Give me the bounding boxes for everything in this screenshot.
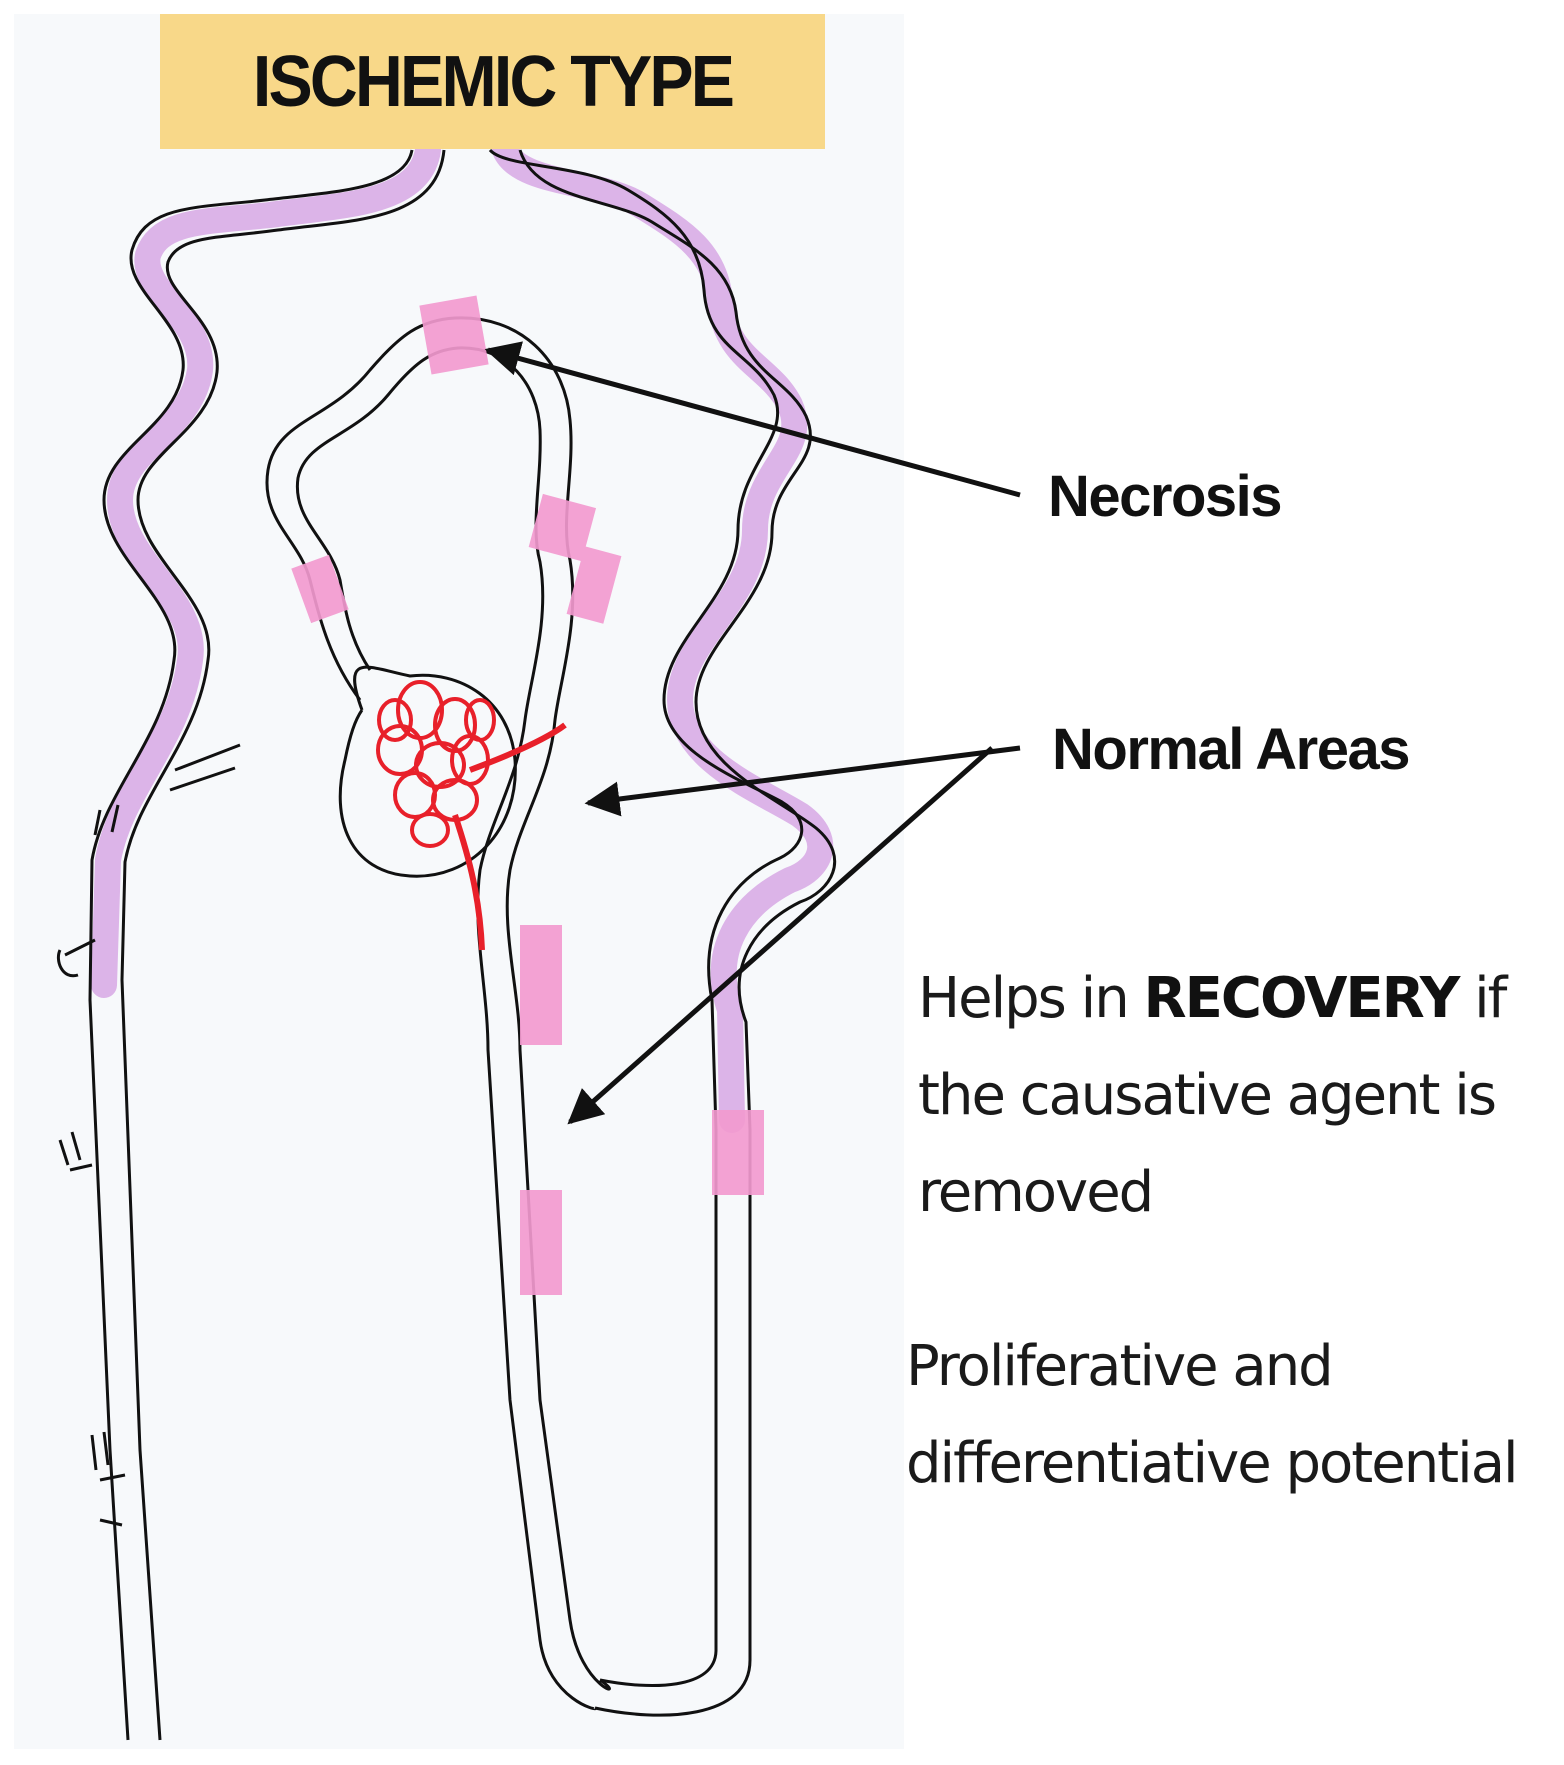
normal-areas-arrow-upper xyxy=(588,748,1020,803)
recovery-note-line1: Helps in RECOVERY if xyxy=(918,950,1505,1047)
glomerulus-tuft xyxy=(378,682,565,950)
normal-areas-label: Normal Areas xyxy=(1052,716,1409,783)
potential-note-line2: differentiative potential xyxy=(906,1415,1517,1512)
necrosis-patch xyxy=(291,555,348,623)
necrosis-label: Necrosis xyxy=(1048,463,1281,530)
necrosis-patch xyxy=(419,295,488,374)
recovery-note: Helps in RECOVERY if the causative agent… xyxy=(918,950,1505,1241)
necrosis-patches xyxy=(291,295,764,1295)
necrosis-patch xyxy=(520,925,562,1045)
title-banner: ISCHEMIC TYPE xyxy=(160,14,825,149)
recovery-note-line2: the causative agent is xyxy=(918,1047,1505,1144)
recovery-emphasis: RECOVERY xyxy=(1144,966,1459,1031)
necrosis-patch xyxy=(712,1110,764,1195)
page-title: ISCHEMIC TYPE xyxy=(253,41,732,123)
recovery-note-line3: removed xyxy=(918,1144,1505,1241)
left-tubule-band xyxy=(104,150,428,985)
necrosis-patch xyxy=(520,1190,562,1295)
left-tubule-inner xyxy=(122,150,444,1740)
left-tubule-outer xyxy=(90,150,412,1740)
duct-hatch-marks xyxy=(58,745,240,1525)
potential-note-line1: Proliferative and xyxy=(906,1318,1517,1415)
potential-note: Proliferative and differentiative potent… xyxy=(906,1318,1517,1512)
